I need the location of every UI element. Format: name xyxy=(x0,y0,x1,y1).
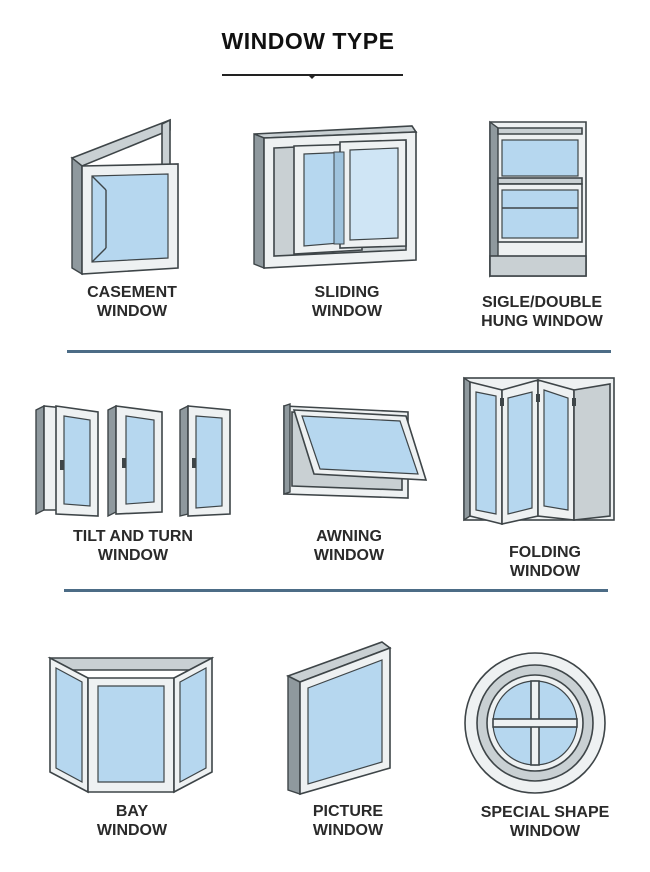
folding-window-illustration xyxy=(463,376,615,526)
bay-window-illustration xyxy=(47,656,215,794)
sliding-window-illustration xyxy=(253,125,418,270)
row-divider-1 xyxy=(67,350,611,353)
special-shape-window-illustration xyxy=(464,652,606,794)
casement-window-illustration xyxy=(70,118,179,276)
tilt-and-turn-window-illustration xyxy=(35,404,231,518)
row-divider-2 xyxy=(64,589,608,592)
awning-window-illustration xyxy=(283,403,428,499)
double-hung-window-illustration xyxy=(489,120,587,278)
title-underline-pointer xyxy=(307,74,317,79)
picture-window-illustration xyxy=(285,641,392,796)
page-title: WINDOW TYPE xyxy=(221,28,395,54)
